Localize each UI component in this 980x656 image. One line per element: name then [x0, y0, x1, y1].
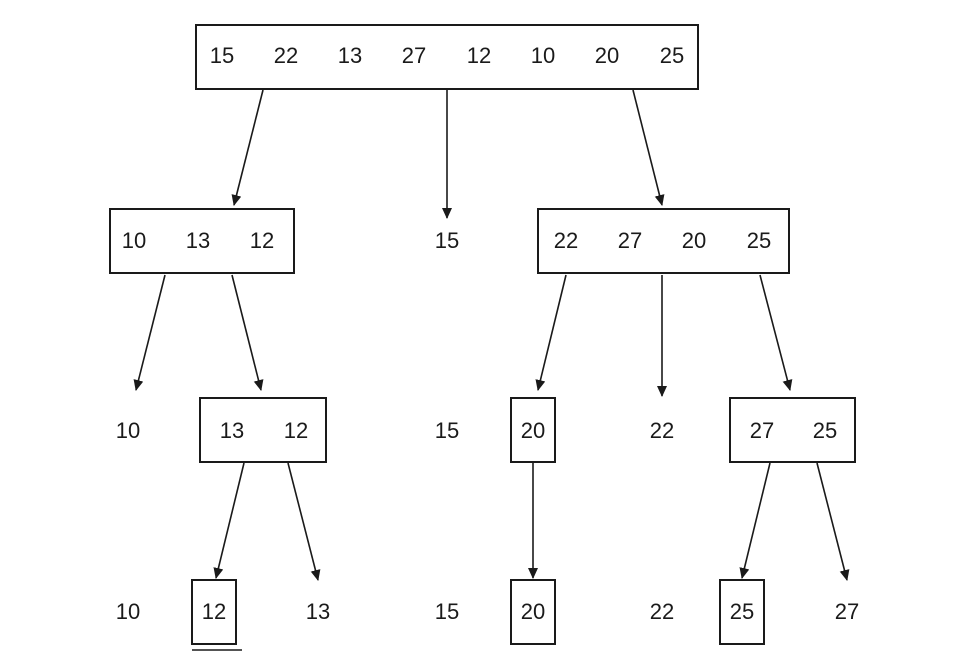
- level2-value: 10: [116, 418, 140, 443]
- arrow: [759, 274, 793, 391]
- level3-element: 20: [521, 599, 545, 624]
- arrow: [213, 462, 245, 579]
- level2-element: 25: [813, 418, 837, 443]
- level2-element: 13: [220, 418, 244, 443]
- level3-value: 15: [435, 599, 459, 624]
- pivot-value: 15: [435, 228, 459, 253]
- level3-value: 22: [650, 599, 674, 624]
- root-element: 25: [660, 43, 684, 68]
- arrow: [535, 274, 567, 391]
- arrow: [739, 462, 771, 579]
- level2-element: 27: [750, 418, 774, 443]
- level2-box: [729, 397, 856, 463]
- arrow: [133, 274, 166, 391]
- level2-box: [510, 397, 556, 463]
- arrow: [287, 462, 321, 581]
- left-partition-element: 12: [250, 228, 274, 253]
- root-element: 15: [210, 43, 234, 68]
- right-partition-element: 25: [747, 228, 771, 253]
- level3-element: 12: [202, 599, 226, 624]
- arrow: [816, 462, 850, 581]
- level3-value: 13: [306, 599, 330, 624]
- right-partition-element: 20: [682, 228, 706, 253]
- root-element: 10: [531, 43, 555, 68]
- level2-box: [199, 397, 327, 463]
- root-element: 12: [467, 43, 491, 68]
- right-partition-element: 27: [618, 228, 642, 253]
- left-partition-box: [109, 208, 295, 274]
- level3-element: 25: [730, 599, 754, 624]
- level3-value: 10: [116, 599, 140, 624]
- right-partition-box: [537, 208, 790, 274]
- level3-box: [191, 579, 237, 645]
- level2-value: 15: [435, 418, 459, 443]
- arrow: [231, 89, 264, 206]
- root-element: 27: [402, 43, 426, 68]
- root-element: 20: [595, 43, 619, 68]
- level3-box: [719, 579, 765, 645]
- root-element: 13: [338, 43, 362, 68]
- level3-value: 27: [835, 599, 859, 624]
- level2-element: 20: [521, 418, 545, 443]
- level2-element: 12: [284, 418, 308, 443]
- arrow: [231, 274, 264, 391]
- arrow: [632, 89, 665, 206]
- left-partition-element: 10: [122, 228, 146, 253]
- root-array-box: [195, 24, 699, 90]
- left-partition-element: 13: [186, 228, 210, 253]
- right-partition-element: 22: [554, 228, 578, 253]
- root-element: 22: [274, 43, 298, 68]
- level3-box: [510, 579, 556, 645]
- level2-value: 22: [650, 418, 674, 443]
